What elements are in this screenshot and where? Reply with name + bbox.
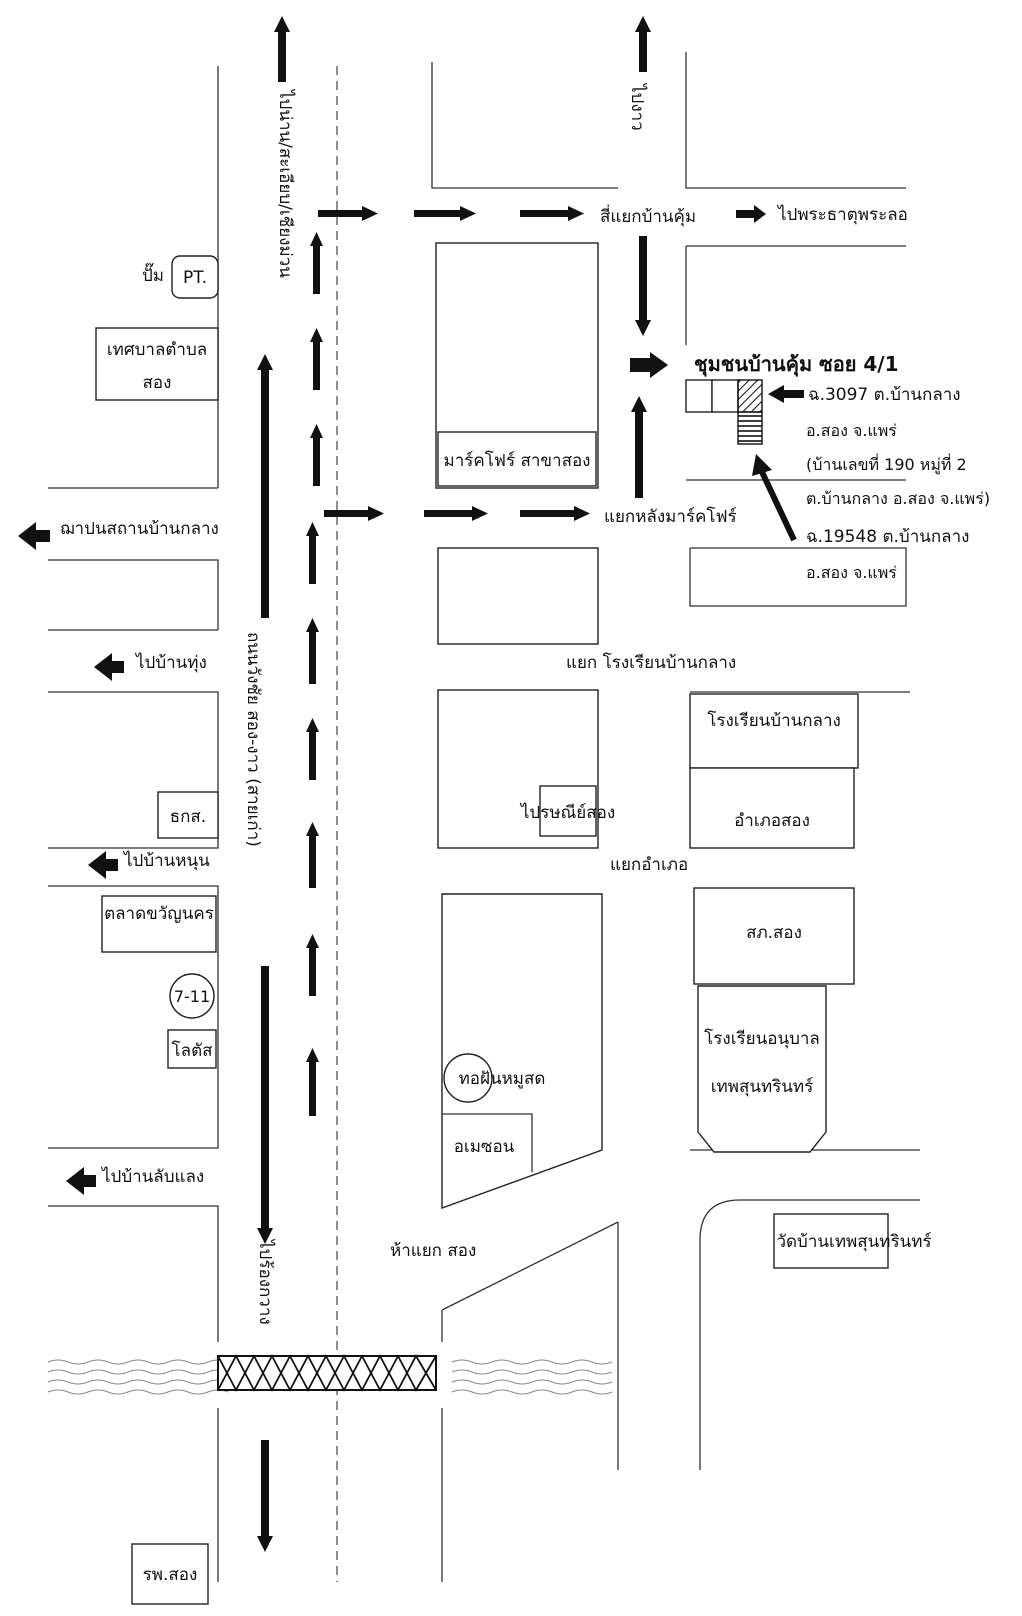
school-building: โรงเรียนบ้านกลาง	[689, 693, 859, 769]
road-name-label: ถนนวังชัย สอง-งาว (สายเก่า)	[243, 632, 263, 847]
yaek-makro-label: แยกหลังมาร์คโฟร์	[604, 506, 737, 527]
municipality-label-2: สอง	[143, 373, 172, 393]
police-label: สภ.สอง	[746, 923, 802, 943]
river	[47, 1359, 613, 1395]
plot1-line2: อ.สอง จ.แพร่	[806, 421, 897, 440]
kindergarten-label-1: โรงเรียนอนุบาล	[704, 1028, 820, 1049]
post-office-block: ไปรษณีย์สอง	[437, 689, 615, 849]
district-office: อำเภอสอง	[689, 767, 855, 849]
main-road-long-arrows	[257, 16, 651, 1552]
temple: วัดบ้านเทพสุนทรินทร์	[773, 1213, 932, 1269]
left-road-edges	[48, 66, 219, 1582]
district-office-label: อำเภอสอง	[734, 811, 810, 831]
bridge	[217, 1354, 437, 1392]
baac-bank: ธกส.	[157, 791, 219, 839]
block-north-post	[437, 547, 599, 645]
northbound-route-arrows	[306, 232, 323, 1116]
community-label: ชุมชนบ้านคุ้ม ซอย 4/1	[694, 352, 899, 377]
hospital: รพ.สอง	[131, 1543, 209, 1605]
school-label: โรงเรียนบ้านกลาง	[707, 710, 841, 731]
right-road-edges	[431, 52, 920, 1582]
municipality-label-1: เทศบาลตำบล	[107, 340, 207, 360]
to-ban-lap-laeng-label: ไปบ้านลับแลง	[100, 1166, 204, 1187]
market: ตลาดขวัญนคร	[101, 895, 217, 953]
kindergarten-label-2: เทพสุนทรินทร์	[711, 1077, 814, 1097]
to-ban-thung-label: ไปบ้านทุ่ง	[134, 652, 207, 673]
temple-label: วัดบ้านเทพสุนทรินทร์	[776, 1232, 931, 1252]
amazon-label: อเมซอน	[454, 1137, 515, 1157]
pt-station: PT. ปั๊ม	[142, 255, 219, 299]
target-plots	[685, 379, 763, 445]
municipality-office: เทศบาลตำบล สอง	[95, 327, 219, 401]
to-ngao-label: ไปงาว	[627, 82, 648, 131]
hospital-label: รพ.สอง	[143, 1565, 198, 1585]
eastbound-upper-arrows	[318, 205, 766, 378]
cremation-label: ฌาปนสถานบ้านกลาง	[60, 519, 219, 539]
plot-pointer-arrows	[752, 385, 804, 542]
to-rong-kwang-label: ไปร้องกวาง	[255, 1238, 276, 1325]
to-ban-nun-label: ไปบ้านหนุน	[122, 850, 210, 871]
plot1-line1: ฉ.3097 ต.บ้านกลาง	[808, 385, 961, 405]
yaek-school-label: แยก โรงเรียนบ้านกลาง	[566, 652, 736, 673]
police-station: สภ.สอง	[693, 887, 855, 985]
seven-label: 7-11	[174, 987, 210, 1006]
westbound-arrows	[18, 522, 124, 1195]
baac-label: ธกส.	[170, 807, 206, 827]
seven-eleven: 7-11	[169, 973, 215, 1019]
lotus-label: โลตัส	[172, 1040, 214, 1061]
makro-building: มาร์คโฟร์ สาขาสอง	[435, 242, 599, 489]
plot2-line1: ฉ.19548 ต.บ้านกลาง	[806, 527, 969, 547]
ha-yaek-label: ห้าแยก สอง	[390, 1241, 476, 1261]
kindergarten: โรงเรียนอนุบาล เทพสุนทรินทร์	[697, 985, 827, 1153]
pump-label: ปั๊ม	[142, 262, 164, 286]
si-yaek-ban-khum-label: สี่แยกบ้านคุ้ม	[600, 204, 696, 227]
market-label: ตลาดขวัญนคร	[104, 904, 214, 924]
fai-pork-label: ทอฝันหมูสด	[459, 1069, 546, 1089]
eastbound-lower-arrows	[324, 396, 647, 521]
post-office-label: ไปรษณีย์สอง	[519, 802, 615, 823]
south-block: ทอฝันหมูสด อเมซอน	[441, 893, 603, 1209]
to-nan-label: ไปน่าน/สะเอียบ/เชียงม่วน	[275, 88, 296, 278]
lotus: โลตัส	[167, 1029, 217, 1069]
plot1-line3: (บ้านเลขที่ 190 หมู่ที่ 2	[806, 453, 967, 475]
yaek-amphoe-label: แยกอำเภอ	[610, 855, 688, 875]
makro-label: มาร์คโฟร์ สาขาสอง	[444, 450, 591, 471]
pt-label: PT.	[183, 268, 207, 288]
plot1-line4: ต.บ้านกลาง อ.สอง จ.แพร่)	[806, 489, 990, 508]
to-phra-that-label: ไปพระธาตุพระลอ	[776, 204, 908, 225]
plot2-line2: อ.สอง จ.แพร่	[806, 563, 897, 582]
